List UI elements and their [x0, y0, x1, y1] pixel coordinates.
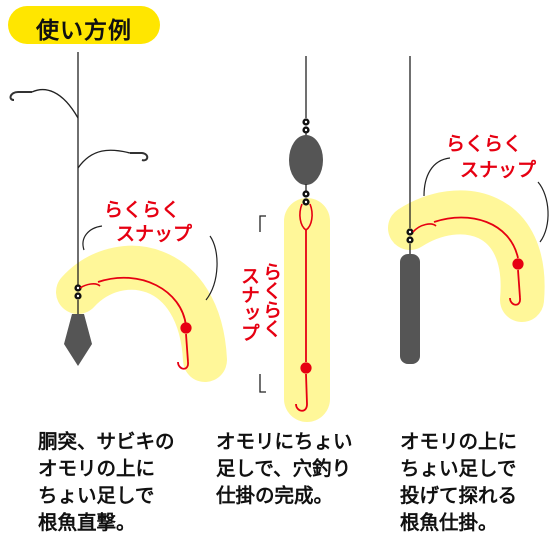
- rig-1-hook: [177, 333, 189, 370]
- rig-2-caption-line: オモリにちょい: [216, 430, 353, 453]
- rig-3-caption-line: 投げて探れる: [400, 484, 518, 507]
- rig-2-bracket-top: [259, 215, 266, 232]
- rig-2-callout-col-1: らくらく: [260, 262, 282, 338]
- rig-2-caption-line: 仕掛の完成。: [216, 484, 334, 507]
- rig-1: らくらく スナップ: [9, 52, 227, 382]
- rig-3-bead: [512, 258, 524, 270]
- rig-1-sinker: [64, 314, 92, 366]
- rig-2-bracket-bottom: [259, 374, 266, 393]
- rig-1-caption-line: 根魚直撃。: [38, 511, 136, 534]
- rig-1-caption: 胴突、サビキの オモリの上に ちょい足しで 根魚直撃。: [38, 428, 175, 536]
- rig-1-callout-leader: [82, 225, 103, 251]
- rig-2-caption: オモリにちょい 足しで、穴釣り 仕掛の完成。: [216, 428, 353, 509]
- rig-2-sinker: [289, 135, 323, 185]
- rig-1-caption-line: 胴突、サビキの: [38, 430, 175, 453]
- rig-2-hook: [295, 373, 308, 412]
- rig-1-branch-upper-hook: [9, 91, 32, 101]
- rig-3-hook: [509, 269, 521, 306]
- rig-1-highlight: [56, 245, 227, 382]
- rig-3-caption-line: オモリの上に: [400, 430, 518, 453]
- rig-3-caption-line: 根魚仕掛。: [400, 511, 498, 534]
- rig-1-caption-line: ちょい足しで: [38, 484, 155, 507]
- rig-1-callout-leader-right: [205, 235, 218, 301]
- rig-1-leader: [97, 276, 187, 327]
- rig-1-snap: [79, 283, 101, 289]
- rig-1-callout-line-2: スナップ: [116, 222, 193, 245]
- rig-3-caption: オモリの上に ちょい足しで 投げて探れる 根魚仕掛。: [400, 428, 517, 536]
- rig-3-callout-leader-right: [537, 181, 549, 243]
- rig-3-callout-leader: [423, 157, 451, 197]
- rig-1-branch-lower: [77, 149, 131, 169]
- section-title-badge: 使い方例: [8, 6, 160, 44]
- rig-3-leader: [433, 216, 519, 259]
- rig-1-bead: [180, 322, 192, 334]
- rig-2-highlight: [284, 198, 330, 422]
- rig-2: らくらく スナップ: [238, 56, 330, 422]
- rig-2-bead: [300, 362, 312, 374]
- rig-3-snap: [412, 223, 437, 233]
- rig-1-branch-upper: [31, 88, 79, 119]
- rig-1-branch-lower-hook: [130, 152, 149, 162]
- rig-1-callout-line-1: らくらく: [104, 199, 180, 221]
- rig-3-callout-line-1: らくらく: [446, 133, 522, 155]
- rig-3-callout-line-2: スナップ: [460, 158, 537, 181]
- rig-3-caption-line: ちょい足しで: [400, 457, 517, 480]
- rig-1-caption-line: オモリの上に: [38, 457, 156, 480]
- rig-2-swivel-top: [302, 118, 310, 134]
- rig-3-highlight: [388, 190, 545, 322]
- rig-2-caption-line: 足しで、穴釣り: [216, 457, 352, 480]
- rig-3-sinker: [400, 254, 420, 364]
- rig-2-swivel-bottom: [302, 190, 310, 206]
- rig-3: らくらく スナップ: [388, 56, 549, 364]
- rig-2-callout-col-2: スナップ: [238, 266, 260, 342]
- rig-2-callout: らくらく スナップ: [238, 262, 282, 342]
- section-title: 使い方例: [36, 18, 132, 44]
